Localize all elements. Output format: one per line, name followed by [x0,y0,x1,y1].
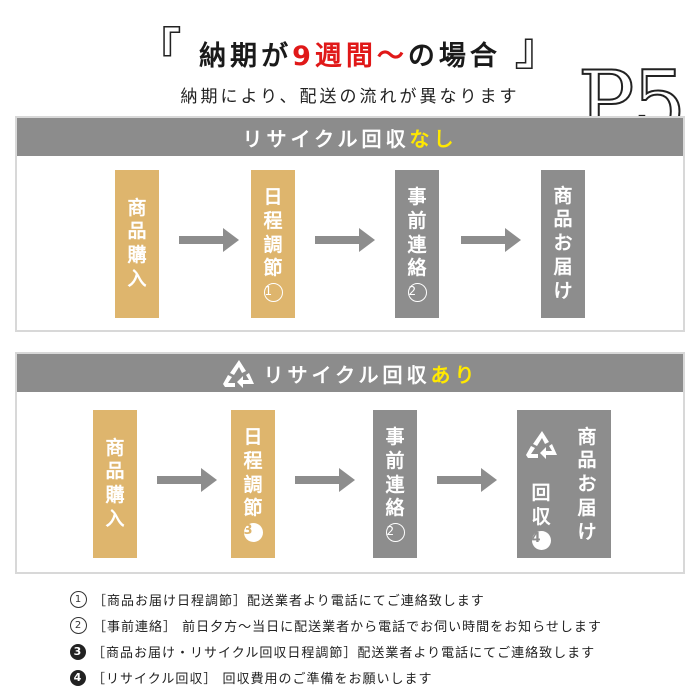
step-char: 程 [243,449,263,472]
step-char: 節 [263,257,283,280]
title-text-after: の場合 [407,41,501,72]
step-char: 絡 [385,497,405,520]
note-4: 4 ［リサイクル回収］ 回収費用のご準備をお願いします [70,668,432,687]
step-delivery: 商 品 お 届 け [541,170,585,318]
step-char: 品 [577,449,597,472]
step-char: 届 [553,255,573,278]
step-advance-contact: 事 前 連 絡 2 [395,170,439,318]
note-number: 2 [70,617,87,634]
note-text: ［商品お届け・リサイクル回収日程調節］配送業者より電話にてご連絡致します [92,646,596,661]
step-number-badge: 2 [385,523,405,542]
step-char: 連 [407,233,427,256]
step-char: 前 [385,449,405,472]
panel-header-suffix: あり [430,362,479,387]
step-char: 入 [127,267,147,290]
step-char: 事 [385,426,405,448]
step-char: 日 [243,426,263,448]
arrow-right-icon [437,468,497,492]
step-char: 日 [263,186,283,208]
step-char: お [577,473,597,496]
panel-recycle: リサイクル回収あり 商 品 購 入 日 程 調 節 3 事 前 連 絡 2 回 [15,352,685,574]
recycle-icon [222,360,254,388]
note-text: ［商品お届け日程調節］配送業者より電話にてご連絡致します [93,594,485,609]
panel-header-recycle: リサイクル回収あり [17,354,683,392]
note-number: 4 [70,669,86,686]
step-char: 商 [105,436,125,459]
step-char: 商 [577,425,597,448]
panel-header-suffix: なし [409,126,458,151]
step-char: 品 [105,460,125,483]
note-2: 2 ［事前連絡］ 前日夕方～当日に配送業者から電話でお伺い時間をお知らせします [70,616,602,635]
collection-label: 回 収 4 [519,480,563,552]
step-schedule: 日 程 調 節 3 [231,410,275,558]
page-title: 『 納期が9週間～の場合 』 [0,26,700,73]
step-char: 収 [531,505,551,528]
note-number: 3 [70,643,86,660]
step-char: 程 [263,209,283,232]
recycle-icon [526,431,557,459]
panel-header-label: リサイクル回収 [242,126,410,151]
arrow-right-icon [157,468,217,492]
step-number-badge: 1 [263,283,283,302]
step-char: 商 [127,196,147,219]
step-number-badge: 3 [243,523,263,542]
note-text: ［リサイクル回収］ 回収費用のご準備をお願いします [92,672,433,687]
step-char: 調 [243,473,263,496]
step-schedule: 日 程 調 節 1 [251,170,295,318]
panel-header-label: リサイクル回収 [263,362,431,387]
step-number-badge: 2 [407,283,427,302]
step-char: 購 [105,484,125,506]
step-char: 届 [577,496,597,519]
step-char: 回 [531,481,551,504]
step-char: け [577,520,597,543]
step-char: け [553,279,573,302]
note-3: 3 ［商品お届け・リサイクル回収日程調節］配送業者より電話にてご連絡致します [70,642,595,661]
step-char: 前 [407,209,427,232]
step-delivery-and-collection: 回 収 4 商 品 お 届 け [517,410,611,558]
step-char: 品 [127,220,147,243]
step-char: 連 [385,473,405,496]
step-char: 事 [407,186,427,208]
step-char: お [553,232,573,255]
arrow-right-icon [461,228,521,252]
step-char: 節 [243,497,263,520]
panel-no-recycle: リサイクル回収なし 商 品 購 入 日 程 調 節 1 事 前 連 絡 2 商 … [15,116,685,332]
note-text: ［事前連絡］ 前日夕方～当日に配送業者から電話でお伺い時間をお知らせします [93,620,602,635]
step-advance-contact: 事 前 連 絡 2 [373,410,417,558]
step-number-badge: 4 [531,531,551,551]
delivery-label: 商 品 お 届 け [565,418,609,552]
title-highlight: 9週間～ [292,41,408,72]
title-bracket-close: 』 [514,22,565,76]
step-char: 入 [105,507,125,530]
note-1: 1 ［商品お届け日程調節］配送業者より電話にてご連絡致します [70,590,485,609]
step-char: 品 [553,208,573,231]
step-char: 絡 [407,257,427,280]
arrow-right-icon [295,468,355,492]
note-number: 1 [70,591,87,608]
title-text-before: 納期が [199,41,293,72]
subtitle: 納期により、配送の流れが異なります [180,87,520,107]
arrow-right-icon [315,228,375,252]
arrow-right-icon [179,228,239,252]
step-char: 購 [127,244,147,266]
step-char: 調 [263,233,283,256]
step-purchase: 商 品 購 入 [93,410,137,558]
step-char: 商 [553,184,573,207]
title-bracket-open: 『 [135,22,186,76]
step-purchase: 商 品 購 入 [115,170,159,318]
panel-header-no-recycle: リサイクル回収なし [17,118,683,156]
